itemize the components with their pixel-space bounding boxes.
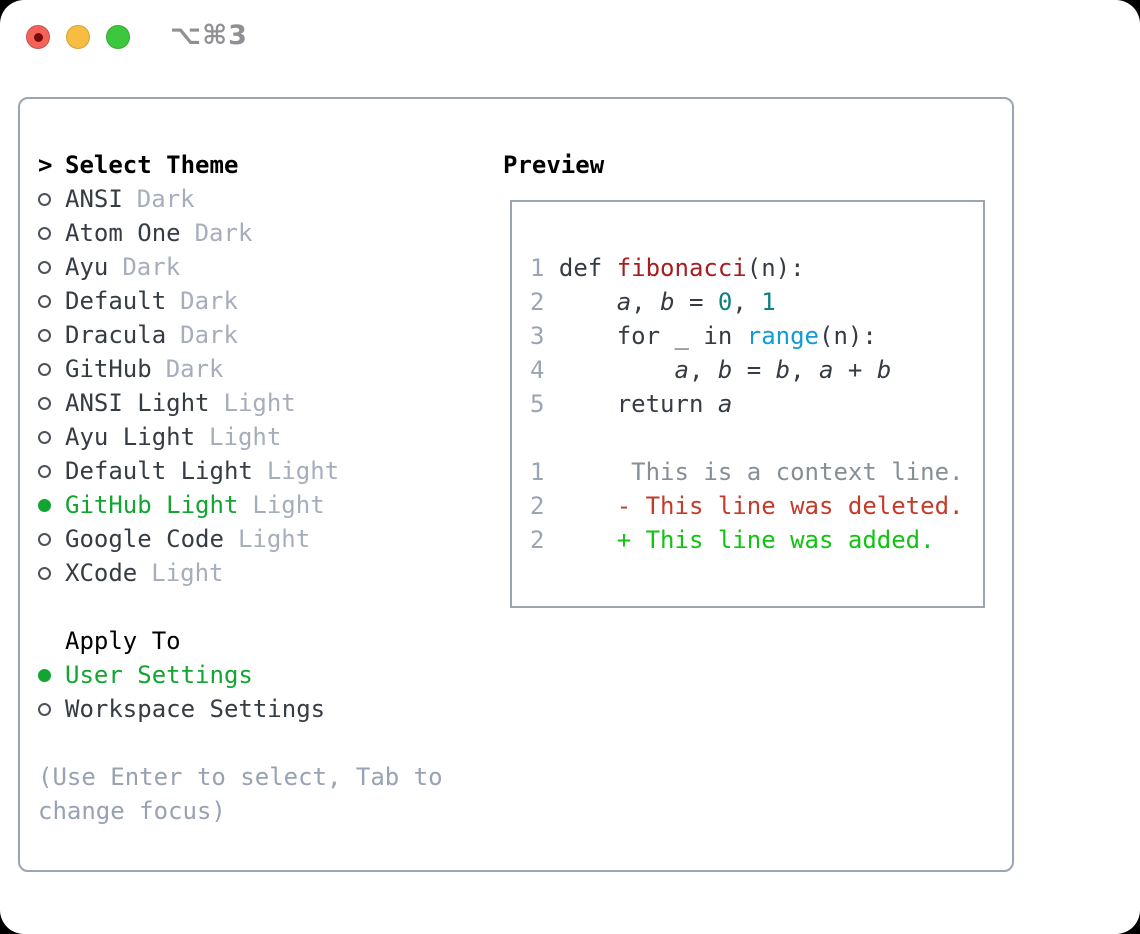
radio-icon [38, 193, 65, 206]
code-line-2: 2 a, b = 0, 1 [530, 288, 776, 316]
radio-icon [38, 227, 65, 240]
keyboard-hint-line-2: change focus) [38, 797, 226, 825]
diff-context-line: 1 This is a context line. [530, 458, 964, 486]
radio-selected-icon [38, 669, 65, 682]
code-line-3: 3 for _ in range(n): [530, 322, 877, 350]
close-dot-icon [33, 32, 43, 42]
close-button[interactable] [26, 25, 50, 49]
radio-icon [38, 363, 65, 376]
radio-icon [38, 703, 65, 716]
radio-icon [38, 329, 65, 342]
code-line-1: 1 def fibonacci(n): [530, 254, 805, 282]
select-theme-title: Select Theme [65, 151, 239, 179]
minimize-button[interactable] [66, 25, 90, 49]
radio-selected-icon [38, 499, 65, 512]
code-line-5: 5 return a [530, 390, 733, 418]
keyboard-hint-line-1: (Use Enter to select, Tab to [38, 763, 443, 791]
radio-icon [38, 295, 65, 308]
diff-added-line: 2 + This line was added. [530, 526, 935, 554]
radio-icon [38, 533, 65, 546]
code-preview: 1 def fibonacci(n): 2 a, b = 0, 1 3 for … [530, 251, 963, 557]
code-line-4: 4 a, b = b, a + b [530, 356, 892, 384]
preview-title: Preview [503, 151, 605, 179]
radio-icon [38, 465, 65, 478]
radio-icon [38, 567, 65, 580]
radio-icon [38, 397, 65, 410]
prompt-icon: > [38, 151, 53, 179]
select-theme-header: > Select Theme [38, 148, 443, 182]
apply-to-header: Apply To [38, 624, 443, 658]
apply-to-title: Apply To [65, 627, 181, 655]
radio-icon [38, 431, 65, 444]
spacer [530, 421, 963, 455]
apply-option-workspace-settings[interactable]: Workspace Settings [38, 692, 443, 726]
zoom-button[interactable] [106, 25, 130, 49]
window-title: ⌥⌘3 [170, 20, 248, 51]
radio-icon [38, 261, 65, 274]
spacer [38, 590, 443, 624]
diff-deleted-line: 2 - This line was deleted. [530, 492, 964, 520]
spacer [38, 726, 443, 760]
preview-pane: 1 def fibonacci(n): 2 a, b = 0, 1 3 for … [510, 200, 985, 608]
apply-option-user-settings[interactable]: User Settings [38, 658, 443, 692]
